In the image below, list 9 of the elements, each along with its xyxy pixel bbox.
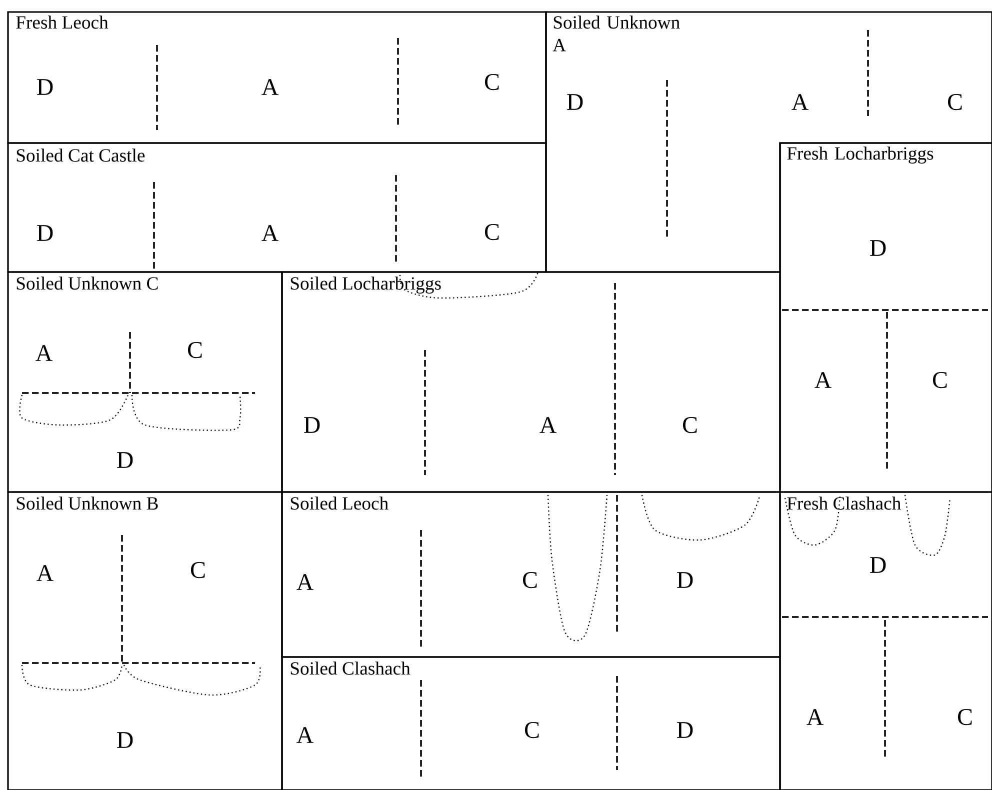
panel: Soiled Clashach A C D [281, 656, 781, 790]
panel: Soiled Locharbriggs D A C [281, 271, 781, 493]
panel: Soiled Leoch A C D [281, 491, 781, 658]
panel: Fresh Leoch D A C [7, 11, 547, 144]
panel: Soiled Unknown B A C D [7, 491, 283, 790]
panel: Soiled Cat Castle D A C [7, 142, 547, 273]
panel: Fresh Clashach D A C [779, 491, 992, 790]
panel: Soiled Unknown C A C D [7, 271, 283, 493]
panel: Fresh Locharbriggs D A C [779, 142, 992, 493]
